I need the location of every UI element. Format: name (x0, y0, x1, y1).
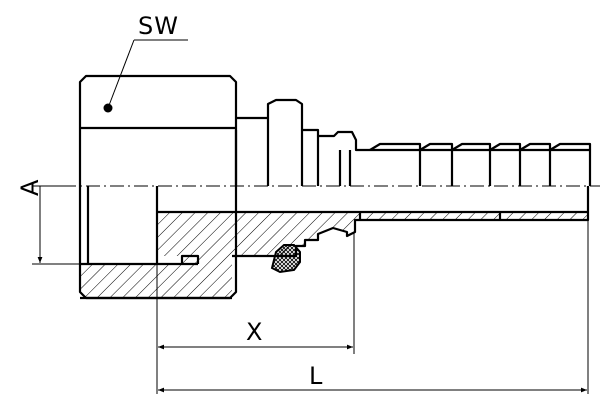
body-section-hatch (157, 212, 588, 264)
l-label: L (309, 362, 323, 390)
o-ring (270, 244, 301, 274)
x-label: X (246, 318, 263, 346)
a-label: A (16, 179, 44, 196)
sw-leader-line (107, 39, 135, 109)
nut-section-hatch (80, 256, 232, 298)
nut-step (180, 254, 200, 264)
sw-label: SW (138, 12, 179, 40)
barb-ridges (369, 142, 592, 186)
